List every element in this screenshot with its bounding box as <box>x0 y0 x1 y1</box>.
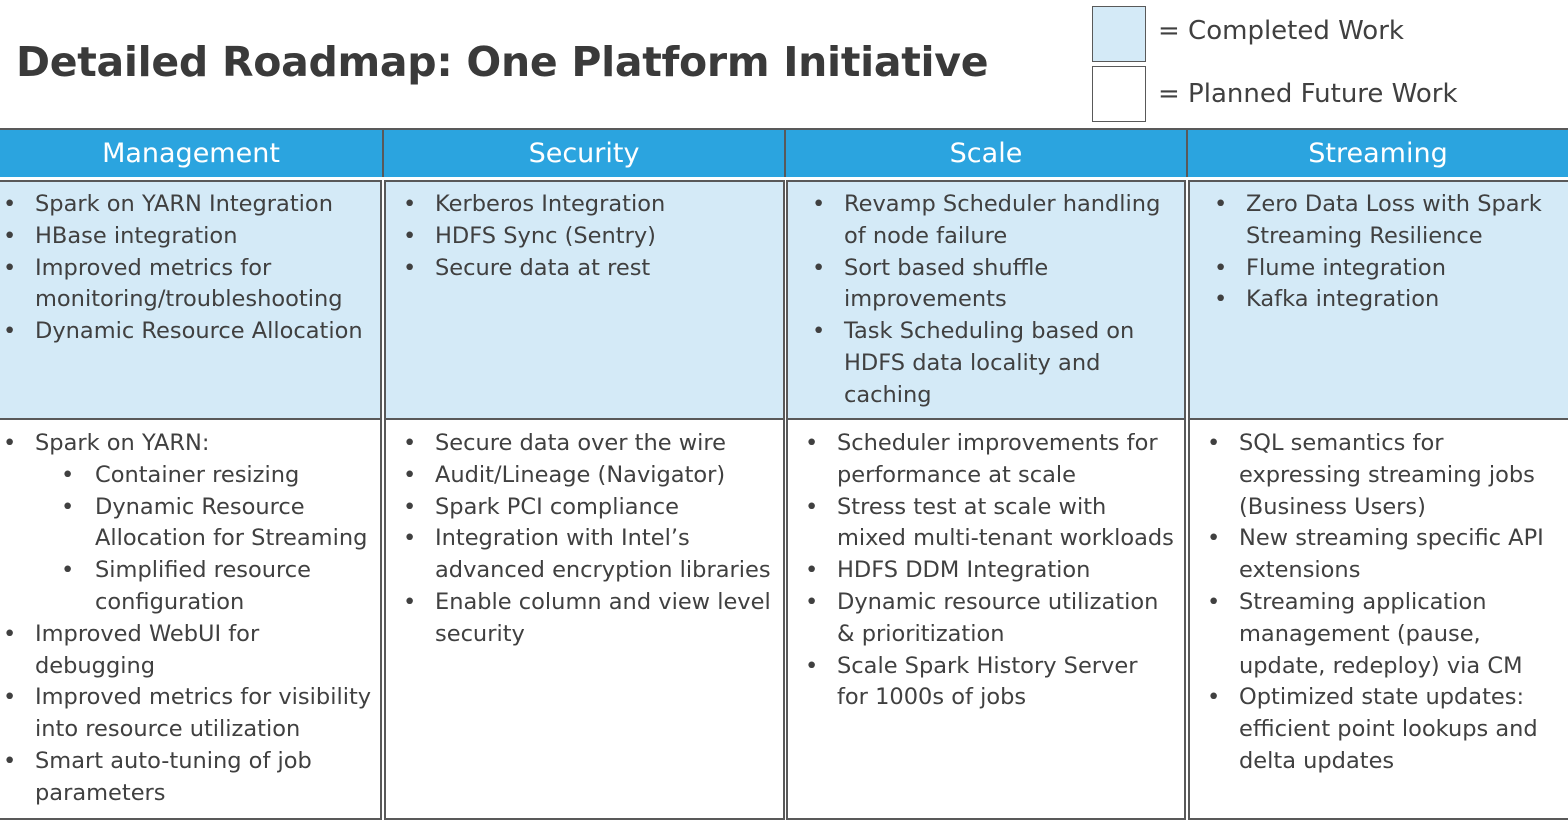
list-item: •Improved WebUI for debugging <box>3 620 260 679</box>
legend-planned-label: = Planned Future Work <box>1158 79 1458 109</box>
security-completed-cell: •Kerberos Integration •HDFS Sync (Sentry… <box>384 180 785 420</box>
list-item: •Optimized state updates: efficient poin… <box>1207 684 1538 774</box>
management-completed-cell: •Spark on YARN Integration •HBase integr… <box>0 180 382 420</box>
list-item: •Task Scheduling based on HDFS data loca… <box>812 318 1135 408</box>
list-item: •Flume integration <box>1214 254 1446 281</box>
list-item: •Smart auto-tuning of job parameters <box>3 747 312 806</box>
list-item: •Improved metrics for visibility into re… <box>3 684 372 743</box>
list-item: •Audit/Lineage (Navigator) <box>403 461 726 488</box>
sub-list-item: •Container resizing <box>61 461 300 488</box>
header-management: Management <box>0 128 384 177</box>
list-item: •Spark on YARN: •Container resizing •Dyn… <box>3 428 380 619</box>
list-item: •Zero Data Loss with Spark Streaming Res… <box>1214 191 1542 249</box>
legend-completed-label: = Completed Work <box>1158 16 1404 46</box>
list-item: •HDFS DDM Integration <box>805 557 1091 584</box>
header-streaming: Streaming <box>1188 128 1568 177</box>
streaming-completed-cell: •Zero Data Loss with Spark Streaming Res… <box>1188 180 1568 420</box>
list-item: •Scheduler improvements for performance … <box>805 430 1158 488</box>
list-item: •HDFS Sync (Sentry) <box>403 222 656 249</box>
header-security: Security <box>384 128 786 177</box>
sub-list-item: •Dynamic Resource Allocation for Streami… <box>61 493 368 552</box>
list-item: •HBase integration <box>3 222 238 249</box>
list-item: •Stress test at scale with mixed multi-t… <box>805 493 1174 552</box>
list-item: •Kafka integration <box>1214 286 1440 313</box>
list-item: •Dynamic Resource Allocation <box>3 318 363 345</box>
streaming-planned-cell: •SQL semantics for expressing streaming … <box>1188 418 1568 820</box>
list-item: •Streaming application management (pause… <box>1207 588 1523 679</box>
page-title: Detailed Roadmap: One Platform Initiativ… <box>16 38 989 86</box>
header-management-label: Management <box>102 138 280 169</box>
list-item: •SQL semantics for expressing streaming … <box>1207 430 1535 520</box>
sub-list-item: •Simplified resource configuration <box>61 557 312 615</box>
scale-planned-cell: •Scheduler improvements for performance … <box>786 418 1186 820</box>
scale-completed-cell: •Revamp Scheduler handling of node failu… <box>786 180 1186 420</box>
legend-completed-swatch <box>1092 6 1146 62</box>
list-item: •Secure data at rest <box>403 254 651 281</box>
list-item: •Secure data over the wire <box>403 430 726 456</box>
header-streaming-label: Streaming <box>1308 138 1448 169</box>
list-item: •Kerberos Integration <box>403 191 666 217</box>
header-security-label: Security <box>528 138 640 169</box>
list-item: •Scale Spark History Server for 1000s of… <box>805 652 1138 711</box>
header-scale: Scale <box>786 128 1188 177</box>
list-item: •New streaming specific API extensions <box>1207 525 1544 584</box>
list-item: •Improved metrics for monitoring/trouble… <box>3 254 343 313</box>
list-item: •Sort based shuffle improvements <box>812 254 1049 313</box>
list-item: •Enable column and view level security <box>403 588 771 647</box>
management-planned-cell: •Spark on YARN: •Container resizing •Dyn… <box>0 418 382 820</box>
security-planned-cell: •Secure data over the wire •Audit/Lineag… <box>384 418 785 820</box>
list-item: •Spark PCI compliance <box>403 493 679 520</box>
legend-planned-swatch <box>1092 66 1146 122</box>
list-item: •Dynamic resource utilization & prioriti… <box>805 588 1159 647</box>
list-item: •Revamp Scheduler handling of node failu… <box>812 191 1161 249</box>
list-item: •Integration with Intel’s advanced encry… <box>403 525 771 584</box>
header-scale-label: Scale <box>949 138 1023 169</box>
list-item: •Spark on YARN Integration <box>3 191 333 217</box>
